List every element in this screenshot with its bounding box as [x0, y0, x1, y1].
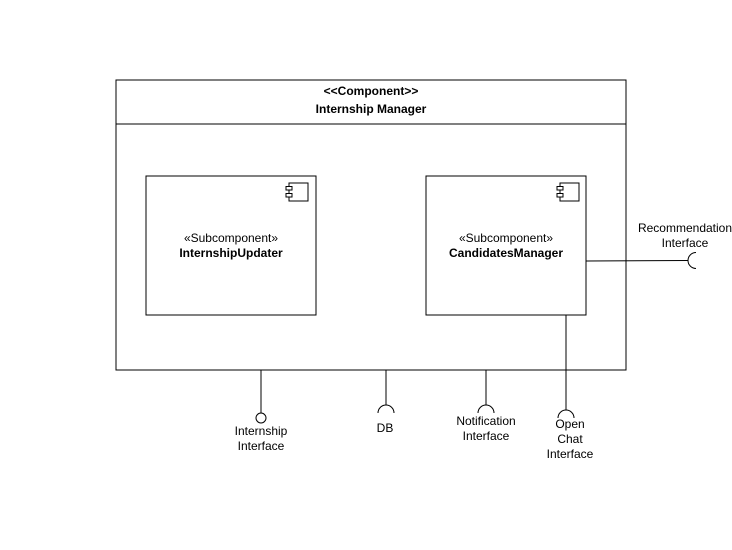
notification-interface-label: Notification Interface: [446, 414, 526, 444]
component-stereotype: <<Component>>: [323, 84, 419, 98]
label-line: Interface: [546, 447, 594, 461]
label-line: Interface: [661, 236, 709, 250]
component-icon: [556, 182, 580, 202]
recommendation-interface-label: Recommendation Interface: [630, 221, 732, 251]
component-icon: [285, 182, 309, 202]
db-label: DB: [365, 421, 405, 436]
label-line: Notification: [456, 414, 516, 428]
component-name: Internship Manager: [315, 102, 427, 116]
internship-interface-lollipop: [255, 412, 267, 424]
recommendation-interface-connector: [585, 260, 689, 262]
subcomponent-internship-updater-box: [145, 175, 317, 316]
label-line: Interface: [462, 429, 510, 443]
subcomponent-stereotype: «Subcomponent»: [458, 231, 554, 245]
subcomponent-candidates-manager-label: «Subcomponent» CandidatesManager: [426, 231, 586, 261]
label-line: Interface: [237, 439, 285, 453]
subcomponent-candidates-manager-box: [425, 175, 587, 316]
db-socket: [377, 404, 395, 414]
subcomponent-internship-updater-label: «Subcomponent» InternshipUpdater: [146, 231, 316, 261]
label-line: Internship: [234, 424, 288, 438]
open-chat-interface-label: Open Chat Interface: [530, 417, 610, 462]
label-line: Recommendation: [637, 221, 732, 235]
label-line: Open: [555, 417, 585, 431]
internship-interface-label: Internship Interface: [221, 424, 301, 454]
label-line: Chat: [557, 432, 583, 446]
notification-interface-socket: [477, 404, 495, 414]
subcomponent-name: InternshipUpdater: [179, 246, 283, 260]
subcomponent-name: CandidatesManager: [448, 246, 564, 260]
open-chat-interface-socket: [557, 409, 575, 419]
label-line: DB: [376, 421, 394, 435]
subcomponent-stereotype: «Subcomponent»: [183, 231, 279, 245]
recommendation-interface-socket: [687, 252, 697, 269]
